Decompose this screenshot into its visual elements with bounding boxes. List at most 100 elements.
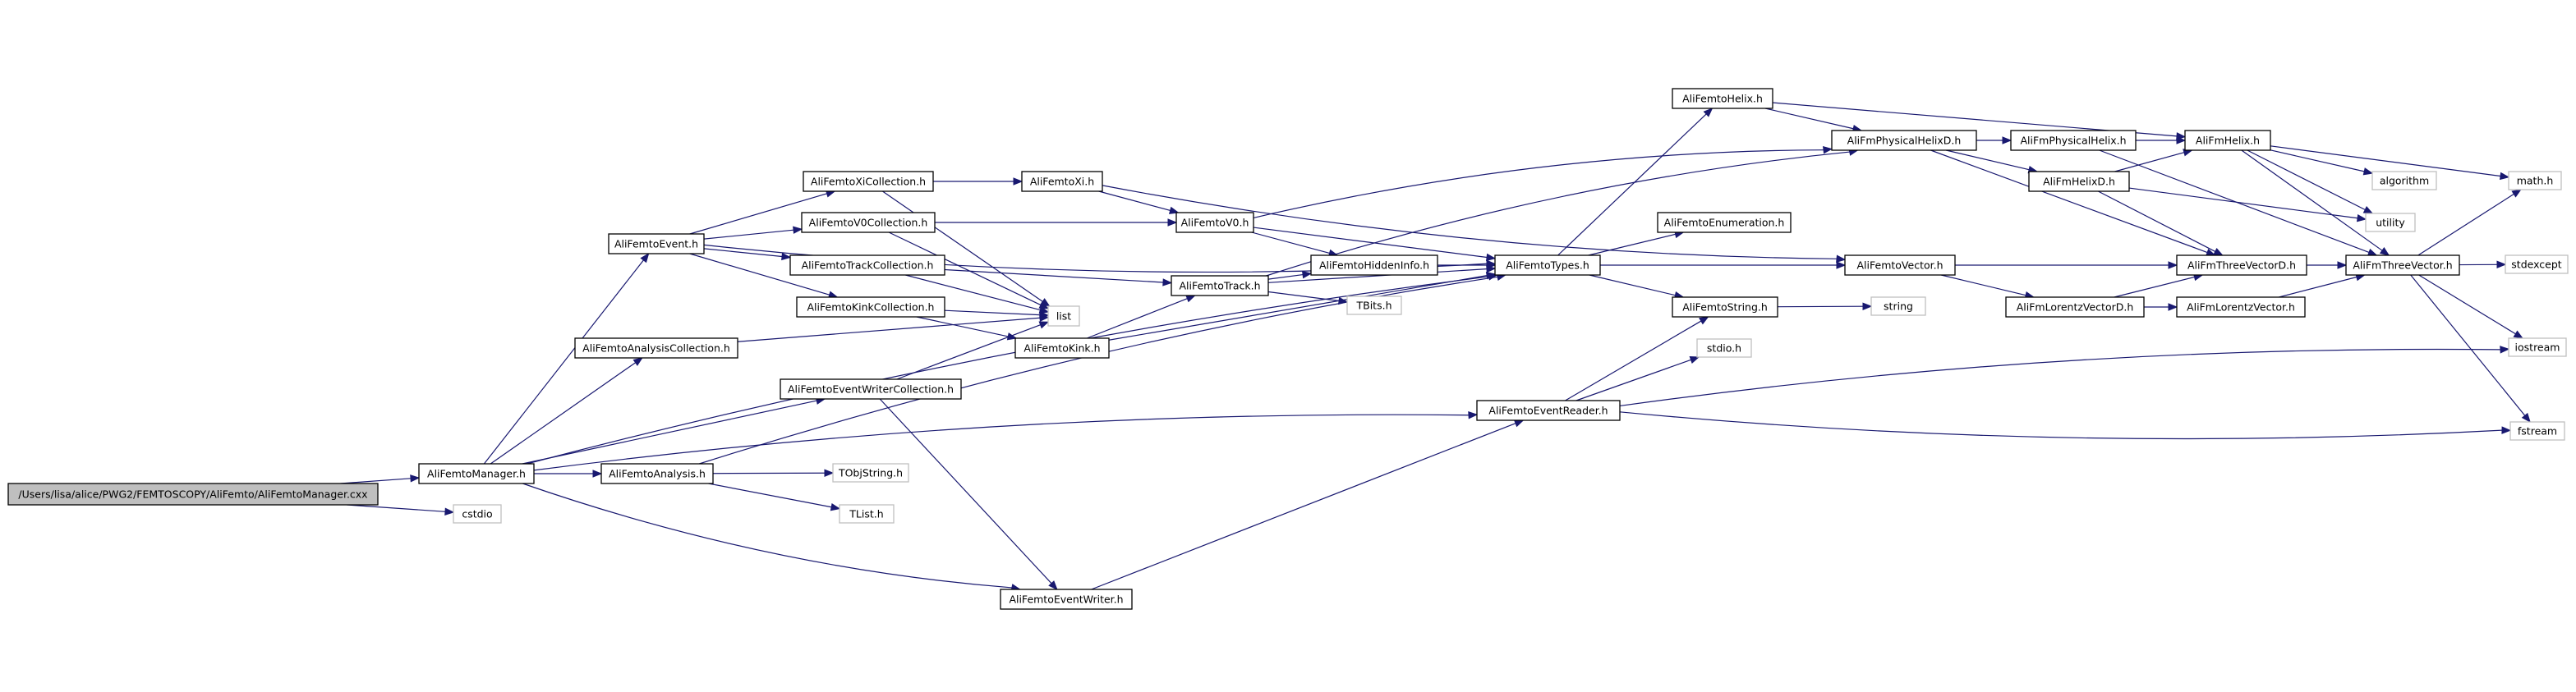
node-box — [1844, 254, 1956, 276]
node-xicoll[interactable]: AliFemtoXiCollection.h — [803, 171, 934, 192]
node-analysis[interactable]: AliFemtoAnalysis.h — [600, 463, 714, 484]
edge-anacoll-to-list — [737, 314, 1050, 342]
edge-root-to-mgr — [340, 474, 421, 484]
node-label: AliFemtoKinkCollection.h — [807, 301, 935, 314]
node-physhelixd[interactable]: AliFmPhysicalHelixD.h — [1831, 130, 1977, 151]
node-fmhelix[interactable]: AliFmHelix.h — [2184, 130, 2271, 151]
node-vector[interactable]: AliFemtoVector.h — [1844, 254, 1956, 276]
node-label: AliFemtoKink.h — [1024, 342, 1100, 355]
node-box — [2365, 213, 2416, 232]
node-label: AliFemtoEventReader.h — [1488, 405, 1608, 417]
edge-event-to-v0coll — [703, 226, 803, 240]
node-threed[interactable]: AliFmThreeVectorD.h — [2176, 254, 2307, 276]
edge-helixd-to-utility — [2128, 187, 2367, 222]
node-helixd[interactable]: AliFmHelixD.h — [2028, 171, 2130, 192]
node-box — [1171, 275, 1269, 296]
node-physhelix[interactable]: AliFmPhysicalHelix.h — [2010, 130, 2137, 151]
node-label: AliFemtoVector.h — [1857, 259, 1944, 272]
node-label: AliFmPhysicalHelix.h — [2020, 135, 2126, 147]
node-stdexcept: stdexcept — [2505, 254, 2569, 274]
edge-reader-to-stdioh — [1576, 356, 1700, 401]
node-box — [1870, 296, 1926, 316]
node-label: AliFemtoAnalysisCollection.h — [582, 342, 730, 355]
node-box — [1021, 171, 1103, 192]
node-label: AliFemtoTypes.h — [1506, 259, 1589, 272]
node-trackcoll[interactable]: AliFemtoTrackCollection.h — [789, 254, 945, 276]
node-box — [2508, 171, 2562, 190]
node-box — [1696, 338, 1752, 358]
node-track[interactable]: AliFemtoTrack.h — [1171, 275, 1269, 296]
node-box — [1000, 589, 1133, 610]
node-lorentz[interactable]: AliFmLorentzVector.h — [2176, 296, 2306, 318]
node-algorithm: algorithm — [2371, 171, 2437, 190]
node-label: AliFmLorentzVectorD.h — [2017, 301, 2134, 314]
edge-analysis-to-tlist — [708, 483, 841, 511]
node-enum[interactable]: AliFemtoEnumeration.h — [1657, 212, 1792, 233]
node-label: AliFemtoString.h — [1682, 301, 1768, 314]
node-box — [2176, 296, 2306, 318]
node-xi[interactable]: AliFemtoXi.h — [1021, 171, 1103, 192]
node-hidden[interactable]: AliFemtoHiddenInfo.h — [1310, 254, 1438, 276]
edge-root-to-cstdio — [347, 504, 455, 516]
node-label: AliFemtoV0Collection.h — [809, 217, 928, 229]
node-box — [1346, 296, 1402, 315]
edge-ew-to-reader — [1091, 419, 1525, 590]
node-v0coll[interactable]: AliFemtoV0Collection.h — [801, 212, 936, 233]
node-label: AliFemtoTrack.h — [1179, 280, 1260, 292]
node-label: AliFmHelix.h — [2196, 135, 2260, 147]
node-v0[interactable]: AliFemtoV0.h — [1175, 212, 1254, 233]
edge-three-to-math — [2417, 189, 2522, 256]
edge-fmhelix-to-utility — [2247, 149, 2374, 214]
node-types[interactable]: AliFemtoTypes.h — [1494, 254, 1601, 276]
edge-threed-to-three — [2307, 261, 2348, 269]
node-helix[interactable]: AliFemtoHelix.h — [1672, 88, 1773, 109]
node-tobjstring: TObjString.h — [832, 463, 909, 483]
edge-analysis-to-tobjstring — [712, 469, 835, 477]
node-iostream: iostream — [2508, 337, 2567, 357]
node-box — [574, 337, 738, 359]
node-ew[interactable]: AliFemtoEventWriter.h — [1000, 589, 1133, 610]
node-label: AliFemtoV0.h — [1181, 217, 1249, 229]
node-label: list — [1056, 310, 1071, 323]
edge-ewcoll-to-ew — [879, 398, 1058, 590]
edge-event-to-xicoll — [689, 190, 836, 235]
node-label: TObjString.h — [838, 467, 903, 479]
node-tlist: TList.h — [839, 504, 895, 524]
node-label: TBits.h — [1356, 300, 1392, 312]
node-box — [7, 483, 379, 506]
edge-hidden-to-types — [1438, 261, 1497, 269]
node-kink[interactable]: AliFemtoKink.h — [1014, 337, 1110, 359]
node-event[interactable]: AliFemtoEvent.h — [608, 233, 705, 254]
edge-xicoll-to-xi — [933, 177, 1024, 186]
node-kinkcoll[interactable]: AliFemtoKinkCollection.h — [796, 296, 945, 318]
node-ewcoll[interactable]: AliFemtoEventWriterCollection.h — [780, 378, 962, 400]
node-label: AliFemtoEvent.h — [614, 238, 698, 250]
edge-lorentzd-to-threed — [2114, 273, 2204, 298]
node-box — [1014, 337, 1110, 359]
edge-v0coll-to-v0 — [934, 218, 1178, 227]
node-three[interactable]: AliFmThreeVector.h — [2345, 254, 2460, 276]
edge-trackcoll-to-list — [905, 274, 1050, 314]
node-label: AliFemtoXiCollection.h — [811, 176, 926, 188]
node-box — [1672, 296, 1778, 318]
node-fstring[interactable]: AliFemtoString.h — [1672, 296, 1778, 318]
node-box — [2010, 130, 2137, 151]
node-box — [1310, 254, 1438, 276]
node-reader[interactable]: AliFemtoEventReader.h — [1476, 400, 1621, 421]
node-box — [839, 504, 895, 524]
edge-kinkcoll-to-list — [944, 309, 1050, 319]
node-label: /Users/lisa/alice/PWG2/FEMTOSCOPY/AliFem… — [18, 488, 367, 501]
node-box — [2028, 171, 2130, 192]
node-lorentzd[interactable]: AliFmLorentzVectorD.h — [2005, 296, 2145, 318]
node-box — [2371, 171, 2437, 190]
edge-physhelixd-to-threed — [1930, 149, 2216, 256]
node-label: AliFmHelixD.h — [2043, 176, 2115, 188]
node-mgr[interactable]: AliFemtoManager.h — [418, 463, 535, 484]
node-label: stdio.h — [1707, 342, 1741, 355]
node-box — [2508, 337, 2567, 357]
node-anacoll[interactable]: AliFemtoAnalysisCollection.h — [574, 337, 738, 359]
edge-kink-to-types — [1108, 272, 1497, 341]
edge-event-to-trackcoll — [703, 248, 792, 261]
edge-physhelix-to-fmhelix — [2135, 136, 2187, 144]
